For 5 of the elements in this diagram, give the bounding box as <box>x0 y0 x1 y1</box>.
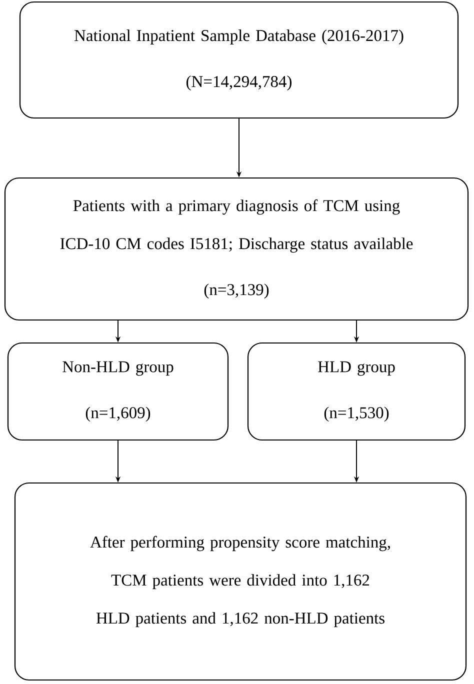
flow-box: National Inpatient Sample Database (2016-2017) (N=14,294,784) <box>19 1 459 119</box>
flow-box: Non-HLD group (n=1,609) <box>7 342 229 441</box>
flow-box: After performing propensity score matching, TCM patients were divided into 1,162 HLD patients and 1,162 non-HLD patients <box>14 482 467 681</box>
flow-box: Patients with a primary diagnosis of TCM using ICD-10 CM codes I5181; Discharge status available (n=3,139) <box>4 177 469 321</box>
flow-box: HLD group (n=1,530) <box>247 342 466 441</box>
